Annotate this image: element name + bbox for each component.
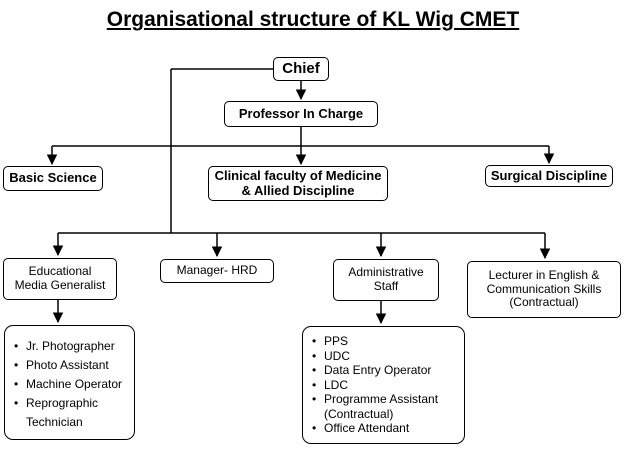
node-administrative-staff: Administrative Staff: [333, 259, 439, 301]
list-item: Data Entry Operator: [312, 363, 458, 378]
list-item: Machine Operator: [14, 375, 128, 394]
list-item: PPS: [312, 334, 458, 349]
list-item: Photo Assistant: [14, 356, 128, 375]
admin-staff-list: PPS UDC Data Entry Operator LDC Programm…: [302, 326, 465, 444]
page-title: Organisational structure of KL Wig CMET: [106, 8, 520, 31]
node-lecturer-english: Lecturer in English & Communication Skil…: [467, 261, 621, 318]
edu-line-2: Media Generalist: [14, 278, 106, 292]
list-item: Reprographic Technician: [14, 394, 128, 432]
admin-line-2: Staff: [373, 279, 399, 293]
node-educational-media-generalist: Educational Media Generalist: [3, 258, 117, 300]
clinical-line-2: & Allied Discipline: [241, 182, 355, 198]
admin-line-1: Administrative: [348, 265, 424, 280]
list-item: Jr. Photographer: [14, 337, 128, 356]
list-item: UDC: [312, 349, 458, 364]
clinical-line-1: Clinical faculty of Medicine: [214, 167, 382, 183]
lecturer-line-2: Communication Skills: [486, 281, 602, 296]
list-item: Office Attendant: [312, 421, 458, 436]
list-item: LDC: [312, 378, 458, 393]
node-basic-science: Basic Science: [3, 166, 103, 191]
node-clinical-faculty: Clinical faculty of Medicine & Allied Di…: [208, 166, 388, 201]
node-manager-hrd: Manager- HRD: [160, 259, 274, 283]
node-professor-in-charge: Professor In Charge: [224, 101, 378, 127]
lecturer-line-3: (Contractual): [509, 295, 579, 310]
list-item: Programme Assistant (Contractual): [312, 392, 458, 421]
node-surgical-discipline: Surgical Discipline: [485, 165, 613, 187]
node-chief: Chief: [273, 57, 329, 81]
lecturer-line-1: Lecturer in English &: [488, 267, 600, 282]
edu-staff-list: Jr. Photographer Photo Assistant Machine…: [4, 325, 135, 440]
edu-line-1: Educational: [28, 264, 92, 279]
